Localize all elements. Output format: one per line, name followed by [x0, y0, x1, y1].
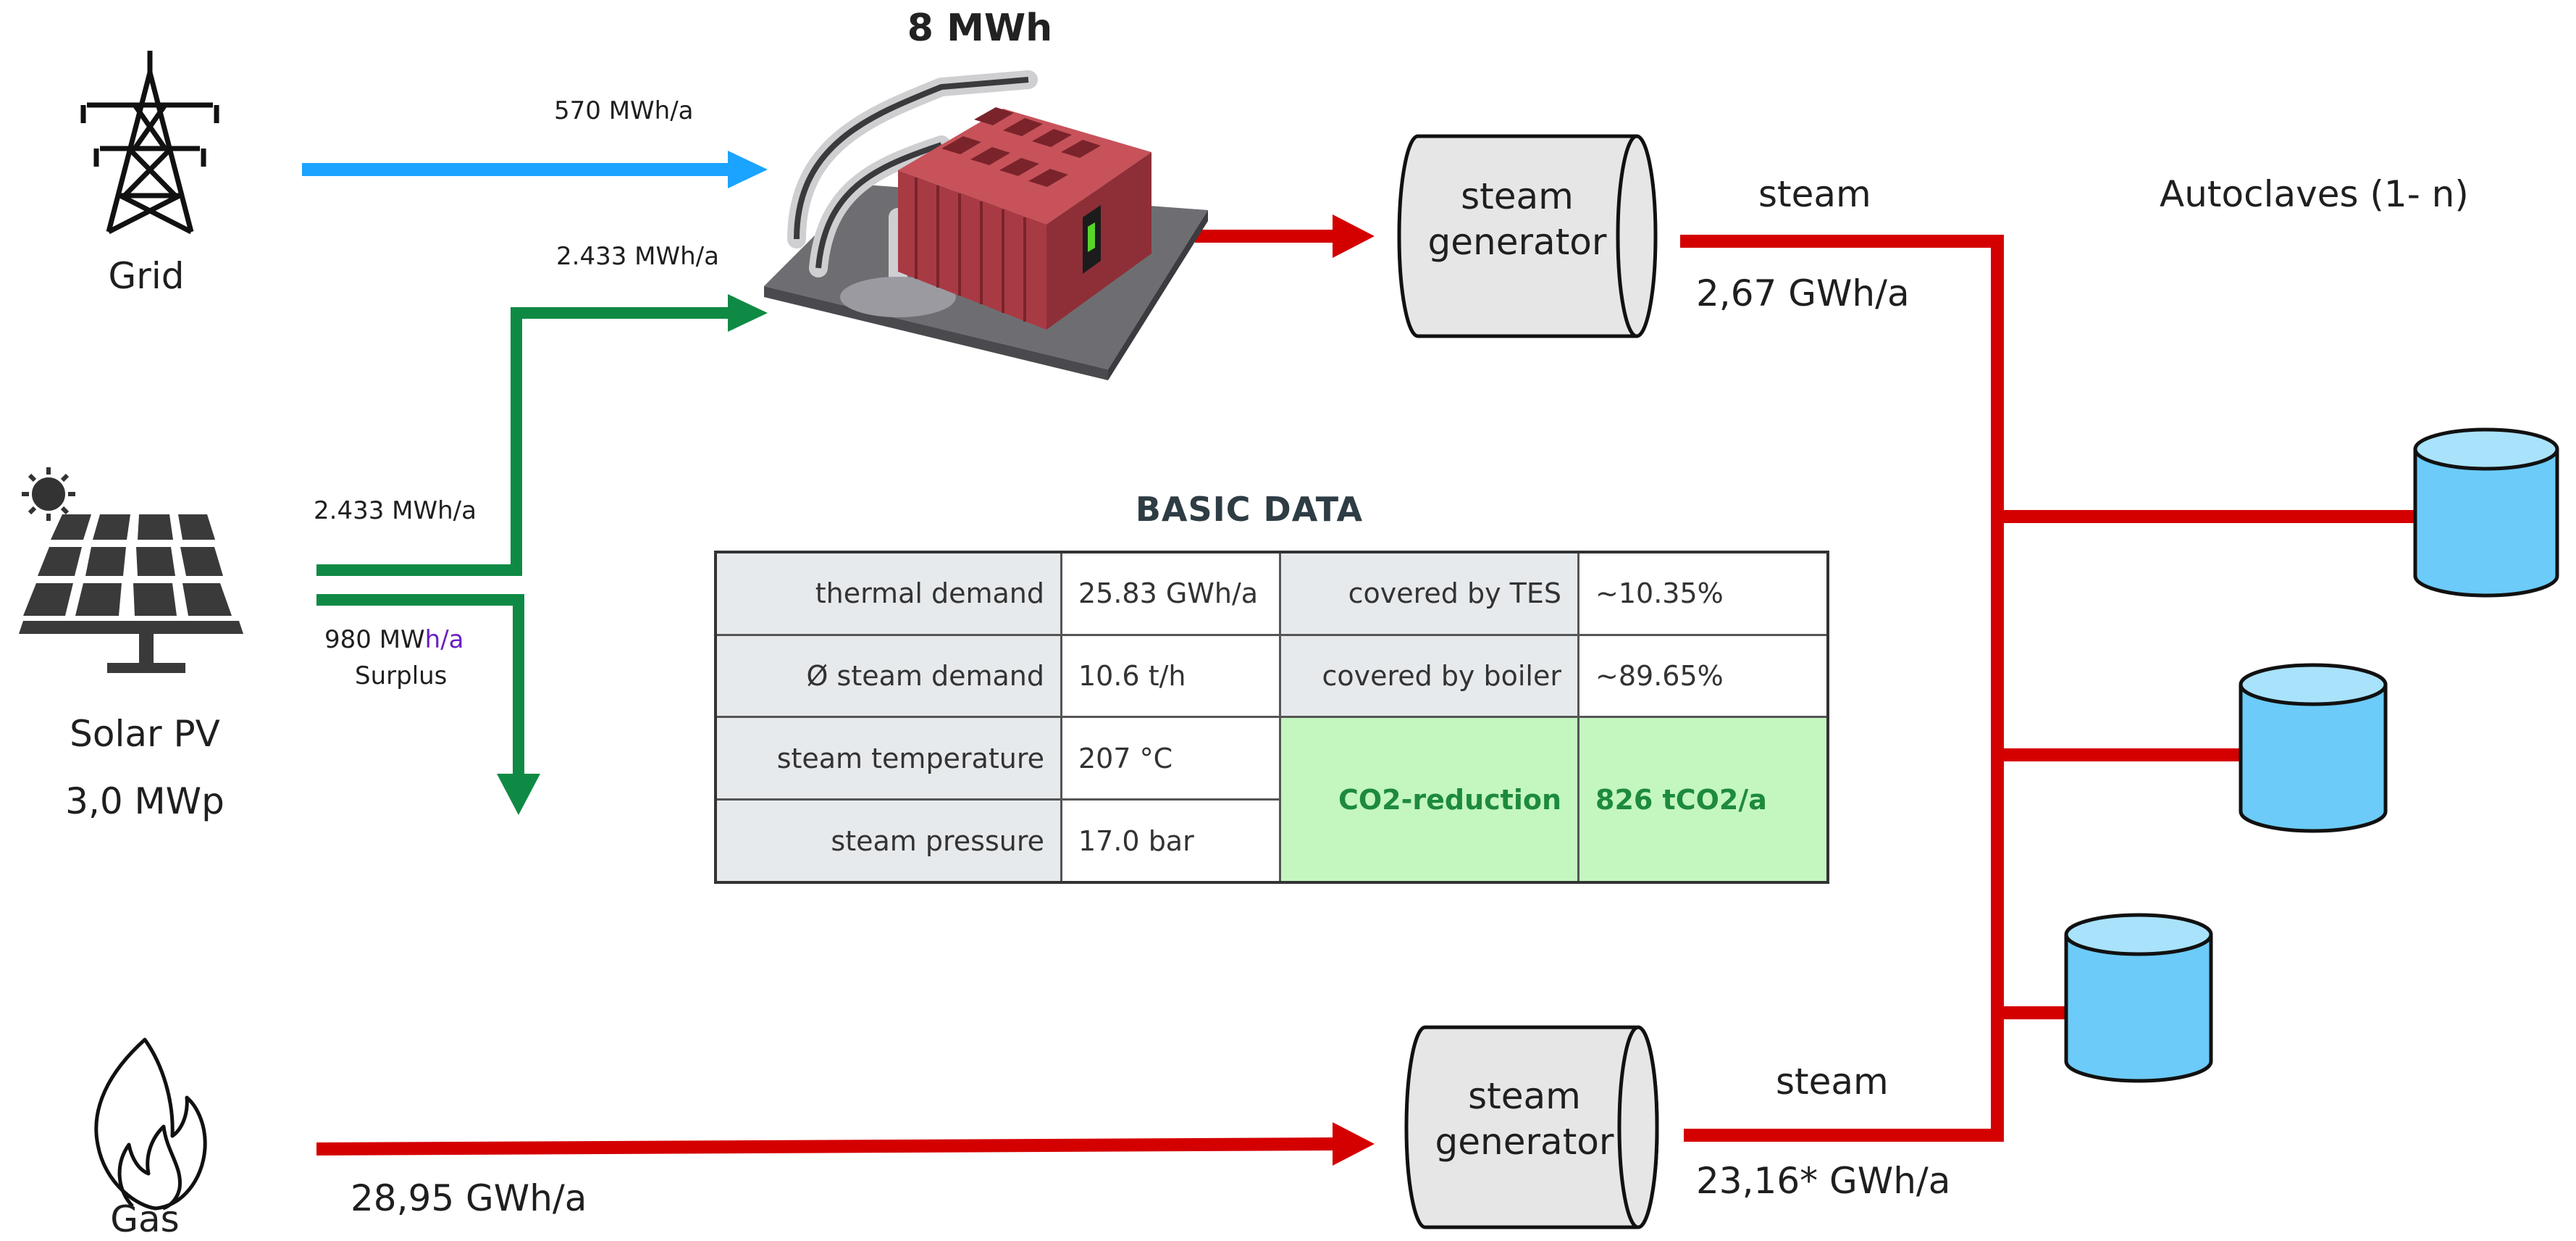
- co2-reduction-label: CO2-reduction: [1279, 716, 1579, 884]
- flame-icon: [94, 1037, 207, 1211]
- steam-generator-bottom: [1404, 1025, 1659, 1229]
- steam-bottom-label: steam: [1776, 1061, 1889, 1103]
- grid-label: Grid: [108, 255, 185, 297]
- solar-panel-icon: [19, 514, 243, 673]
- steam-temperature-label: steam temperature: [714, 716, 1062, 801]
- steam-generator-top: [1397, 134, 1658, 338]
- steam-generator-top-label: steam generator: [1427, 175, 1607, 263]
- tes-value: ~10.35%: [1577, 551, 1829, 636]
- autoclaves-label: Autoclaves (1- n): [2160, 173, 2469, 215]
- table-row: thermal demand 25.83 GWh/a covered by TE…: [714, 551, 1829, 636]
- table-row: steam pressure 17.0 bar: [714, 798, 1828, 884]
- thermal-demand-value: 25.83 GWh/a: [1060, 551, 1281, 636]
- thermal-storage-image: [764, 70, 1208, 380]
- solar-surplus-value: 980 MWh/a: [324, 625, 464, 654]
- gas-to-generator-arrow: [316, 1122, 1375, 1166]
- storage-capacity-label: 8 MWh: [907, 7, 1053, 50]
- table-row: Ø steam demand 10.6 t/h covered by boile…: [714, 633, 1829, 719]
- tes-label: covered by TES: [1279, 551, 1579, 636]
- solar-to-storage-arrowhead: [728, 294, 768, 332]
- grid-flow-label: 570 MWh/a: [554, 96, 694, 125]
- solar-surplus-arrow: [316, 594, 524, 777]
- steam-temperature-value: 207 °C: [1060, 716, 1281, 801]
- solar-pv-capacity: 3,0 MWp: [65, 780, 225, 822]
- sun-icon: [22, 467, 75, 521]
- table-row: steam temperature 207 °C CO2-reduction 8…: [714, 716, 1829, 884]
- solar-to-storage-flow-label: 2.433 MWh/a: [556, 242, 719, 271]
- solar-to-storage-arrow: [316, 307, 731, 576]
- solar-surplus-arrowhead: [497, 774, 540, 815]
- co2-reduction-value: 826 tCO2/a: [1577, 716, 1829, 884]
- power-tower-icon: [80, 51, 219, 235]
- thermal-demand-label: thermal demand: [714, 551, 1062, 636]
- steam-pressure-value: 17.0 bar: [1060, 798, 1281, 884]
- solar-pv-label: Solar PV: [70, 713, 220, 755]
- storage-to-generator-arrow: [1195, 214, 1375, 258]
- steam-generator-bottom-label: steam generator: [1435, 1075, 1614, 1163]
- autoclave-tank-icon: [2064, 913, 2213, 1083]
- steam-bottom-value: 23,16* GWh/a: [1696, 1160, 1951, 1202]
- grid-flow-arrow: [302, 151, 768, 188]
- solar-surplus-label: Surplus: [355, 661, 448, 690]
- basic-data-title: BASIC DATA: [1135, 490, 1364, 529]
- basic-data-table: thermal demand 25.83 GWh/a covered by TE…: [714, 551, 1829, 884]
- steam-demand-value: 10.6 t/h: [1060, 633, 1281, 719]
- boiler-value: ~89.65%: [1577, 633, 1829, 719]
- autoclave-tank-icon: [2413, 427, 2559, 598]
- steam-top-value: 2,67 GWh/a: [1696, 272, 1910, 314]
- solar-out-flow-label: 2.433 MWh/a: [314, 496, 477, 525]
- boiler-label: covered by boiler: [1279, 633, 1579, 719]
- steam-pressure-label: steam pressure: [714, 798, 1062, 884]
- autoclave-tank-icon: [2239, 663, 2388, 833]
- steam-top-label: steam: [1758, 173, 1871, 215]
- gas-flow-label: 28,95 GWh/a: [351, 1177, 587, 1219]
- steam-demand-label: Ø steam demand: [714, 633, 1062, 719]
- gas-label: Gas: [110, 1198, 180, 1240]
